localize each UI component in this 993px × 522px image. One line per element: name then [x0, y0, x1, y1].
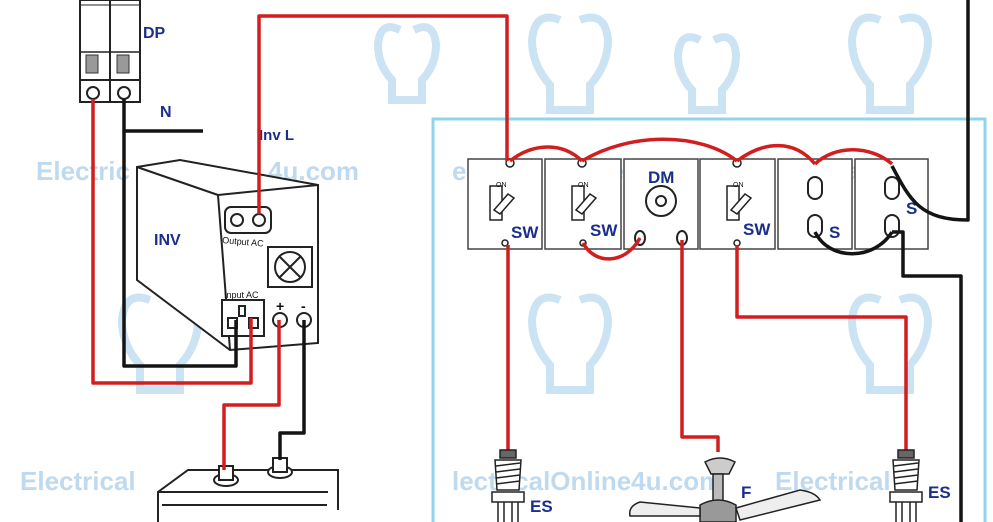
live-loop-sw1-sw2 — [508, 145, 584, 163]
inv-live-label: Inv L — [259, 127, 294, 144]
neutral-wire-up — [890, 0, 970, 222]
live-loop-sw3-s1 — [735, 143, 817, 166]
on-label: ON — [733, 182, 744, 189]
plus-label: + — [276, 298, 284, 314]
live-wires — [91, 14, 908, 470]
watermark-text: Electrical — [20, 466, 136, 496]
minus-label: - — [301, 298, 306, 314]
on-label: ON — [496, 182, 507, 189]
live-wire-dp-to-inverter — [91, 99, 253, 385]
es-right-label: ES — [928, 483, 951, 502]
neutral-loop-s1-s2 — [813, 231, 894, 256]
battery — [157, 457, 339, 522]
live-dimmer-to-fan — [680, 240, 720, 452]
sw1-label: SW — [511, 223, 539, 242]
live-sw2-to-dimmer — [581, 237, 642, 261]
input-ac-label: Input AC — [224, 290, 259, 300]
live-loop-sw2-sw3 — [581, 137, 739, 163]
neutral-label: N — [160, 104, 172, 121]
es-left-label: ES — [530, 497, 553, 516]
neutral-wires — [122, 0, 970, 522]
inv-label: INV — [154, 232, 181, 249]
fan-label: F — [741, 483, 751, 502]
energy-saver-lamp-left — [491, 449, 525, 522]
double-pole-breaker — [79, 0, 141, 103]
energy-saver-lamp-right — [889, 449, 923, 522]
live-sw3-to-right-lamp — [735, 245, 908, 452]
battery-positive-wire — [222, 320, 281, 470]
dimmer-knob — [634, 185, 688, 246]
s1-label: S — [829, 223, 840, 242]
live-wire-inverter-output — [257, 14, 509, 214]
inverter — [136, 158, 319, 352]
sw3-label: SW — [743, 220, 771, 239]
output-ac-label: Output AC — [222, 235, 265, 249]
neutral-wire-dp-to-inverter — [122, 99, 238, 368]
neutral-wire-down — [892, 230, 963, 522]
switch-board-border — [431, 117, 987, 522]
ceiling-fan — [628, 457, 822, 522]
live-loop-s1-s2 — [813, 148, 894, 166]
battery-negative-wire — [278, 320, 306, 460]
dp-label: DP — [143, 25, 166, 42]
s2-label: S — [906, 199, 917, 218]
sw2-label: SW — [590, 221, 618, 240]
on-label: ON — [578, 182, 589, 189]
watermark-text: Electric — [36, 156, 130, 186]
dm-label: DM — [648, 168, 674, 187]
socket-holes — [807, 176, 900, 238]
